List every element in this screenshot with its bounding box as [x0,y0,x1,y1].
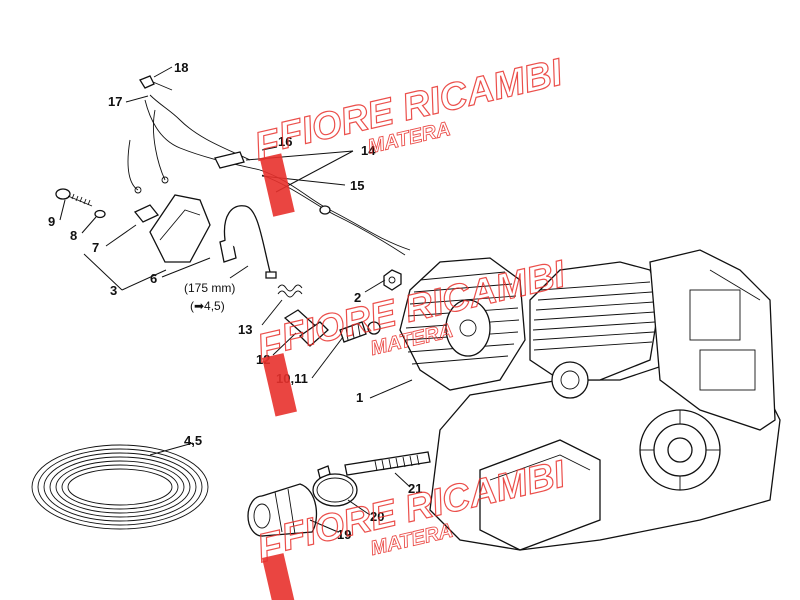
watermark-logo-block [262,353,297,417]
spring-part [277,284,303,298]
callout-2: 2 [354,290,361,305]
callout-18: 18 [174,60,188,75]
callout-7: 7 [92,240,99,255]
callout-19: 19 [337,527,351,542]
callout-16: 16 [278,134,292,149]
callout-17: 17 [108,94,122,109]
hose-clamp [312,465,358,507]
callout-9: 9 [48,214,55,229]
nut-part [383,269,402,291]
callout-4-5: 4,5 [184,433,202,448]
washer-part [94,209,106,219]
screw-part [55,188,93,207]
callout-1: 1 [356,390,363,405]
tube-reference-note: (➡4,5) [190,299,225,313]
watermark-logo-block [262,553,297,600]
ignition-module [133,194,237,263]
callout-15: 15 [350,178,364,193]
callout-20: 20 [370,509,384,524]
engine-block [429,249,781,551]
coiled-tube [31,444,209,530]
watermark-logo-block [259,153,295,217]
callouts: 18 17 16 14 15 9 8 7 6 3 2 13 12 10,11 1… [48,60,422,542]
tube-length-note: (175 mm) [184,281,235,295]
elbow-part [283,309,329,347]
callout-3: 3 [110,283,117,298]
callout-8: 8 [70,228,77,243]
callout-14: 14 [361,143,376,158]
callout-13: 13 [238,322,252,337]
callout-6: 6 [150,271,157,286]
spark-plug-wire [223,205,277,279]
threaded-rod [344,451,431,476]
flywheel [399,257,526,391]
callout-21: 21 [408,481,422,496]
watermark-1: F FIORE RICAMBI MATERA [250,51,568,217]
intake-boot [247,483,318,537]
